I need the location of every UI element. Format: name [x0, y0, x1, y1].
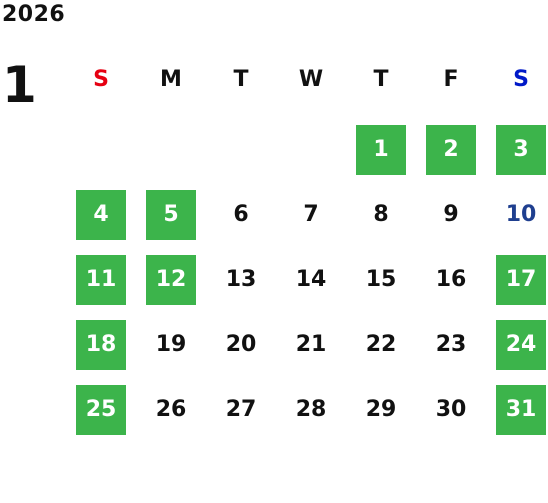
date-cell: 15	[365, 267, 397, 292]
date-cell: 22	[365, 332, 397, 357]
date-cell: 6	[233, 202, 249, 227]
holiday-date-cell: 12	[146, 255, 196, 305]
date-cell: 21	[295, 332, 327, 357]
date-cell: 29	[365, 397, 397, 422]
weekday-header: M	[160, 67, 182, 92]
weekday-header: S	[93, 67, 109, 92]
date-cell: 8	[373, 202, 389, 227]
date-cell: 19	[155, 332, 187, 357]
date-cell: 30	[435, 397, 467, 422]
date-cell: 10	[505, 202, 537, 227]
date-cell: 20	[225, 332, 257, 357]
date-cell: 27	[225, 397, 257, 422]
date-cell: 14	[295, 267, 327, 292]
date-cell: 26	[155, 397, 187, 422]
holiday-date-cell: 2	[426, 125, 476, 175]
date-cell: 23	[435, 332, 467, 357]
holiday-date-cell: 24	[496, 320, 546, 370]
date-cell: 9	[443, 202, 459, 227]
weekday-header: F	[443, 67, 459, 92]
holiday-date-cell: 1	[356, 125, 406, 175]
year-label: 2026	[2, 2, 66, 27]
date-cell: 16	[435, 267, 467, 292]
holiday-date-cell: 4	[76, 190, 126, 240]
weekday-header: S	[513, 67, 529, 92]
weekday-header: T	[233, 67, 249, 92]
weekday-header: T	[373, 67, 389, 92]
date-cell: 13	[225, 267, 257, 292]
date-cell: 28	[295, 397, 327, 422]
holiday-date-cell: 17	[496, 255, 546, 305]
holiday-date-cell: 31	[496, 385, 546, 435]
holiday-date-cell: 5	[146, 190, 196, 240]
holiday-date-cell: 25	[76, 385, 126, 435]
holiday-date-cell: 18	[76, 320, 126, 370]
weekday-header: W	[298, 67, 324, 92]
month-number: 1	[2, 56, 37, 114]
holiday-date-cell: 3	[496, 125, 546, 175]
date-cell: 7	[303, 202, 319, 227]
holiday-date-cell: 11	[76, 255, 126, 305]
